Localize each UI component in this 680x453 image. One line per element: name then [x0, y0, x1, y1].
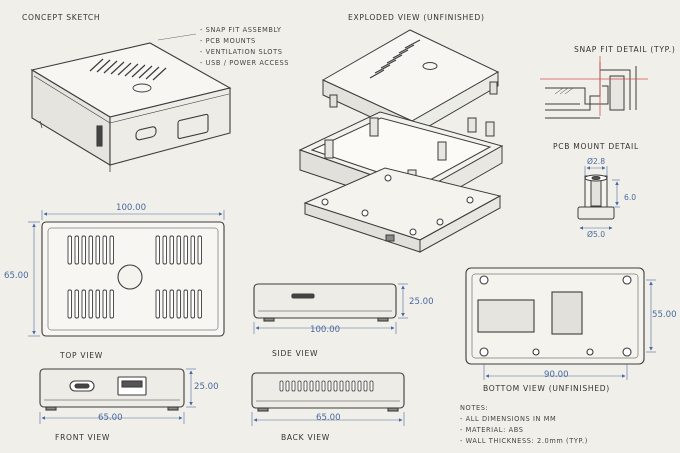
back-view: [251, 372, 405, 412]
pcb-mount-detail: [577, 166, 620, 230]
notes-heading: NOTES:: [460, 404, 489, 412]
pcb-diameter-dim: Ø5.0: [587, 230, 606, 239]
side-height-dim: 25.00: [409, 297, 434, 307]
concept-sketch-title: CONCEPT SKETCH: [22, 13, 101, 22]
pcb-hole-dim: Ø2.8: [587, 157, 606, 166]
top-width-dim: 100.00: [116, 203, 147, 213]
bottom-height-dim: 55.00: [652, 310, 677, 320]
front-width-dim: 65.00: [98, 413, 123, 423]
bottom-view-title: BOTTOM VIEW (UNFINISHED): [483, 384, 610, 393]
feature-item: - SNAP FIT ASSEMBLY: [200, 26, 282, 34]
exploded-view: [298, 29, 504, 253]
snap-fit-title: SNAP FIT DETAIL (TYP.): [574, 45, 676, 54]
note-item: - WALL THICKNESS: 2.0mm (TYP.): [460, 437, 588, 445]
pcb-mount-title: PCB MOUNT DETAIL: [553, 142, 639, 151]
pcb-height-dim: 6.0: [624, 193, 637, 202]
note-item: - MATERIAL: ABS: [460, 426, 524, 434]
side-view: [253, 283, 397, 322]
feature-item: - PCB MOUNTS: [200, 37, 256, 45]
side-view-title: SIDE VIEW: [272, 349, 319, 358]
bottom-view: [465, 267, 645, 365]
concept-sketch: [30, 42, 232, 172]
note-item: - ALL DIMENSIONS IN MM: [460, 415, 557, 423]
snap-fit-detail: [545, 62, 637, 119]
bottom-width-dim: 90.00: [544, 370, 569, 380]
back-view-title: BACK VIEW: [281, 433, 331, 442]
feature-item: - VENTILATION SLOTS: [200, 48, 283, 56]
front-view-title: FRONT VIEW: [55, 433, 111, 442]
feature-item: - USB / POWER ACCESS: [200, 59, 290, 67]
top-view: [41, 221, 225, 337]
top-view-title: TOP VIEW: [60, 351, 103, 360]
exploded-view-title: EXPLODED VIEW (UNFINISHED): [348, 13, 485, 22]
front-view: [39, 368, 185, 411]
back-width-dim: 65.00: [316, 413, 341, 423]
side-width-dim: 100.00: [310, 325, 341, 335]
front-height-dim: 25.00: [194, 382, 219, 392]
top-height-dim: 65.00: [4, 271, 29, 281]
